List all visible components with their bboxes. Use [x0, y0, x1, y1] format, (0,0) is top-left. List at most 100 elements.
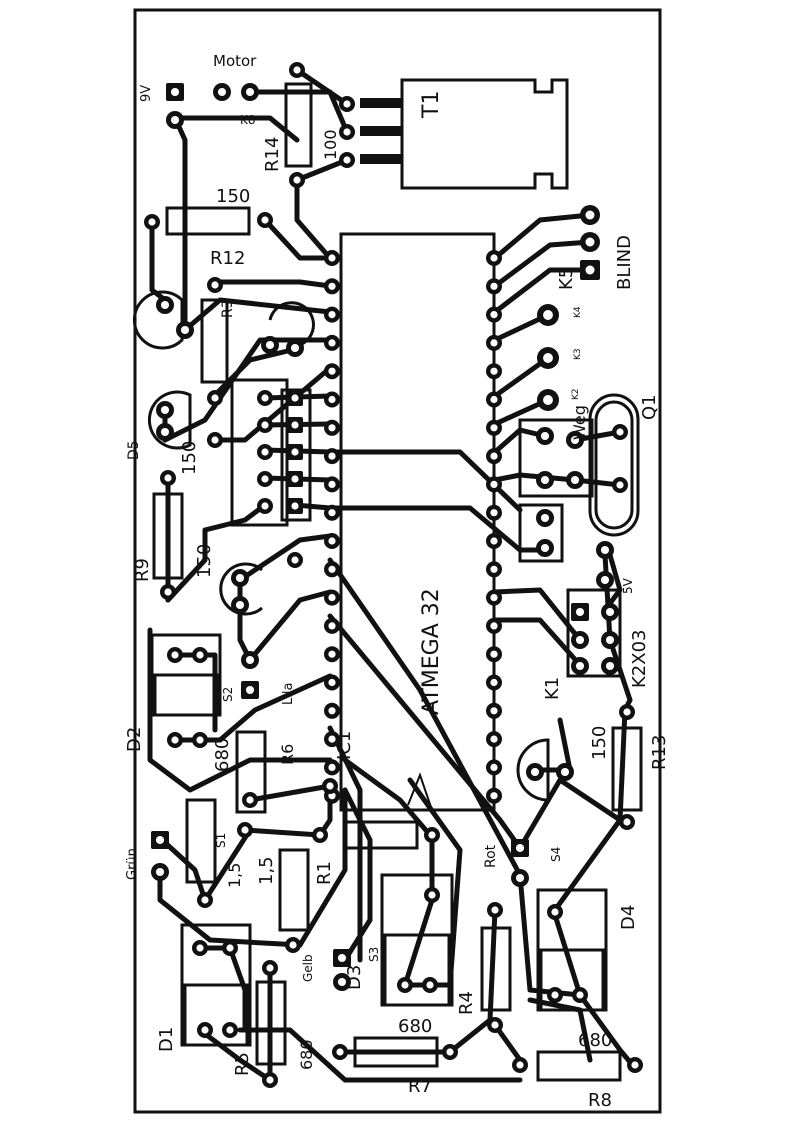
- pad-hole: [201, 1026, 209, 1034]
- pad-hole: [585, 210, 595, 220]
- pad-hole: [246, 796, 254, 804]
- r5-body: [255, 980, 287, 1066]
- pad-hole: [575, 607, 585, 617]
- label-d3: D3: [344, 965, 365, 990]
- label-9v: 9V: [139, 85, 154, 102]
- pad-hole: [605, 661, 615, 671]
- r12-body: [165, 206, 251, 236]
- label-r3: R3: [220, 299, 236, 318]
- label-r4: R4: [456, 991, 477, 1015]
- label-r13-value: 150: [589, 726, 610, 760]
- label-r6: R6: [278, 744, 297, 765]
- pad-hole: [155, 835, 165, 845]
- pad-hole: [171, 736, 179, 744]
- pad-hole: [170, 87, 180, 97]
- pad-hole: [261, 448, 269, 456]
- pad-hole: [491, 906, 499, 914]
- label-d5: D5: [126, 440, 142, 460]
- pad-hole: [490, 792, 498, 800]
- r9-body: [152, 492, 184, 580]
- pad-hole: [328, 339, 336, 347]
- pad-hole: [245, 87, 255, 97]
- label-r5: R5: [232, 1052, 253, 1076]
- pad-hole: [160, 300, 170, 310]
- pad-hole: [343, 128, 351, 136]
- pad-hole: [235, 600, 245, 610]
- pad-hole: [328, 707, 336, 715]
- pad-hole: [261, 475, 269, 483]
- pad-hole: [401, 981, 409, 989]
- pad-hole: [337, 977, 347, 987]
- label-rot: Rot: [483, 844, 499, 868]
- pad-hole: [490, 650, 498, 658]
- label-motor: Motor: [213, 52, 257, 70]
- label-k2: K2: [571, 388, 581, 400]
- pad-hole: [543, 353, 553, 363]
- pad-hole: [540, 513, 550, 523]
- pad-hole: [543, 395, 553, 405]
- atmega32-body: [339, 232, 496, 812]
- label-r7-value: 680: [398, 1016, 432, 1037]
- label-d1: D1: [156, 1027, 177, 1052]
- pad-hole: [289, 941, 297, 949]
- label-1-5-b: 1,5: [256, 856, 277, 885]
- k2x03-body: [566, 588, 622, 678]
- pad-hole: [490, 254, 498, 262]
- pad-hole: [600, 575, 610, 585]
- label-s1: S1: [214, 833, 228, 848]
- silkscreen-labels: Motor T1 R14 100 9V K8 150 R12 BLIND K5 …: [124, 52, 670, 1111]
- label-atmega32: ATMEGA 32: [419, 588, 444, 715]
- label-d2: D2: [124, 727, 145, 752]
- pad-hole: [328, 678, 336, 687]
- pad-hole: [490, 395, 498, 404]
- label-ic1: IC1: [334, 731, 355, 760]
- label-blind: BLIND: [614, 235, 635, 290]
- pad-hole: [226, 944, 234, 952]
- label-d4: D4: [618, 905, 639, 930]
- pad-hole: [290, 343, 300, 353]
- pad-hole: [316, 831, 324, 839]
- pad-hole: [490, 537, 498, 545]
- pad-hole: [328, 650, 336, 658]
- pad-hole: [490, 480, 498, 488]
- label-t1: T1: [419, 91, 444, 119]
- label-k3: K3: [573, 348, 583, 360]
- pad-hole: [328, 537, 336, 545]
- pad-hole: [201, 896, 209, 904]
- pad-hole: [155, 867, 165, 877]
- r3-body: [200, 298, 229, 384]
- pad-hole: [180, 325, 190, 335]
- label-5v: 5V: [621, 577, 635, 594]
- pad-hole: [291, 448, 299, 456]
- pad-hole: [261, 394, 269, 402]
- pad-hole: [265, 340, 275, 350]
- pad-hole: [328, 254, 336, 262]
- pad-hole: [623, 708, 631, 716]
- pad-hole: [616, 428, 624, 436]
- pad-hole: [490, 594, 498, 602]
- pad-hole: [211, 281, 219, 289]
- pad-hole: [490, 311, 498, 319]
- r1-body: [278, 848, 310, 932]
- r6-body: [235, 730, 267, 814]
- pad-hole: [490, 707, 498, 715]
- pad-hole: [211, 394, 219, 402]
- copper-traces: [147, 67, 638, 1083]
- r13-body: [611, 726, 643, 812]
- pad-hole: [336, 1048, 344, 1056]
- r7-body: [353, 1036, 439, 1068]
- label-r9: R9: [132, 558, 153, 582]
- pad-hole: [585, 237, 595, 247]
- pad-hole: [551, 991, 559, 999]
- pad-hole: [171, 651, 179, 659]
- pads: [144, 62, 643, 1088]
- pad-hole: [328, 594, 336, 602]
- pad-hole: [328, 424, 336, 432]
- label-k1: K1: [542, 677, 563, 700]
- pad-hole: [328, 763, 336, 772]
- component-bodies: [132, 78, 643, 1082]
- pad-hole: [551, 908, 559, 916]
- pad-hole: [291, 394, 299, 402]
- label-s3: S3: [367, 947, 381, 962]
